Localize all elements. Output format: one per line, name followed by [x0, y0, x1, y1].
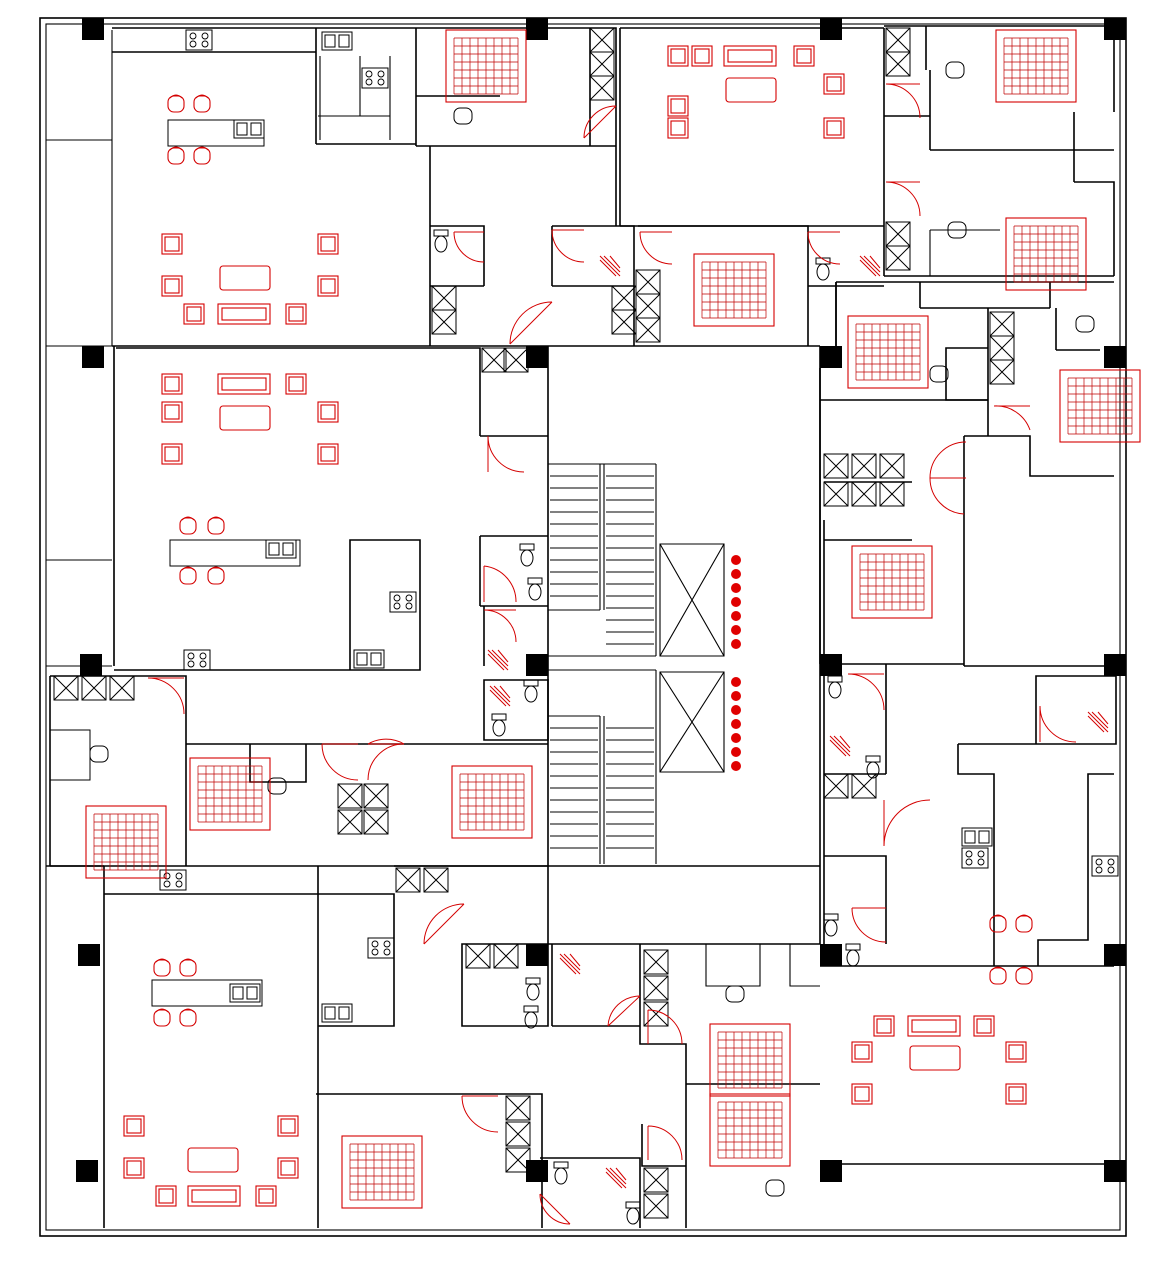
stair-icon [550, 475, 654, 849]
shaft-icon [53, 27, 1015, 1219]
sofa-icon [187, 45, 961, 1207]
outer-walls [39, 17, 1127, 1237]
sink-icon [229, 31, 993, 1023]
bed-icon [85, 29, 1141, 1209]
elevator-icon [731, 555, 741, 771]
column-icon [76, 18, 1126, 1182]
interior-walls [46, 25, 1117, 1228]
door-swing-icon [147, 83, 1077, 1225]
toilet-icon [433, 229, 881, 1225]
table-icon [151, 77, 961, 1173]
stove-icon [159, 29, 1119, 959]
shower-icon [487, 255, 1109, 1189]
chair-icon [49, 45, 1095, 1207]
